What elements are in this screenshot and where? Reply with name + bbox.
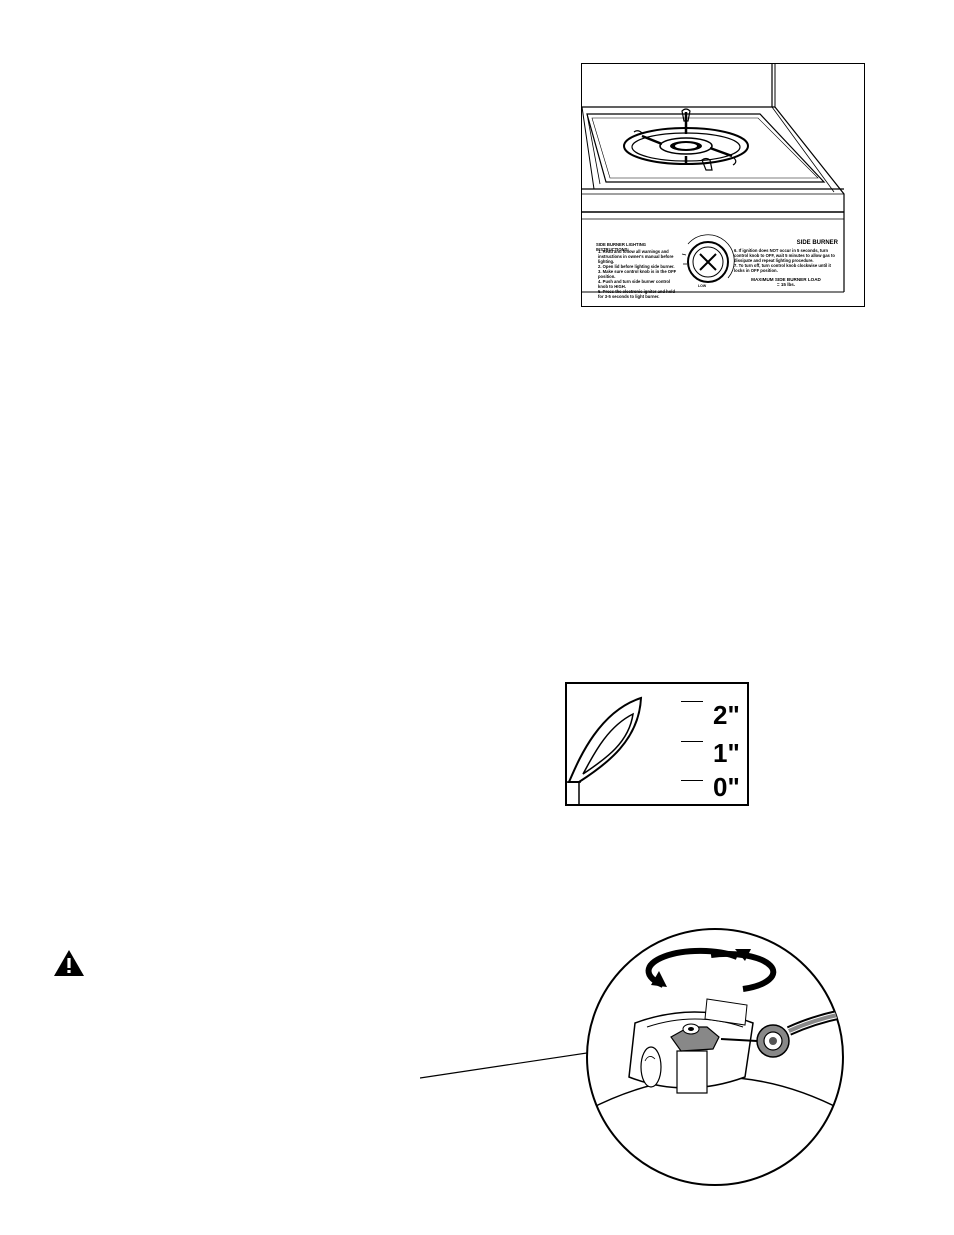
gauge-label-0in: 0" xyxy=(713,772,740,802)
lighting-step: 3. Make sure control knob is in the OFF … xyxy=(598,269,677,279)
lighting-step: 4. Push and turn side burner control kno… xyxy=(598,279,671,289)
side-burner-drawing xyxy=(582,64,845,293)
side-burner-illustration: SIDE BURNER LIGHTING INSTRUCTIONS: 1. Re… xyxy=(581,63,865,307)
knob-low-label: LOW xyxy=(698,284,707,288)
lighting-step: 5. Press the electronic igniter and hold… xyxy=(598,289,676,299)
lighting-step: 1. Read and follow all warnings and inst… xyxy=(598,249,674,264)
gauge-tick xyxy=(681,780,703,781)
flame-height-gauge: 2" 1" 0" xyxy=(565,682,749,806)
lighting-instructions-heading: SIDE BURNER LIGHTING INSTRUCTIONS: xyxy=(596,242,647,252)
lighting-steps-left: 1. Read and follow all warnings and inst… xyxy=(598,249,680,299)
flame-shape xyxy=(567,696,643,804)
side-burner-title: SIDE BURNER xyxy=(796,240,838,246)
gauge-tick xyxy=(681,741,703,742)
warning-triangle-icon xyxy=(54,950,84,976)
gauge-label-1in: 1" xyxy=(713,738,740,768)
max-load-label: MAXIMUM SIDE BURNER LOAD = 15 lbs. xyxy=(751,277,821,287)
gauge-tick xyxy=(681,701,703,702)
lighting-step: 7. To turn off, turn control knob clockw… xyxy=(734,263,831,273)
lighting-step: 2. Open lid before lighting side burner. xyxy=(598,264,675,269)
gauge-label-2in: 2" xyxy=(713,700,740,730)
tank-valve-illustration xyxy=(586,928,844,1186)
lighting-steps-right: 6. If ignition does NOT occur in 5 secon… xyxy=(734,248,838,273)
rotate-arrows-icon xyxy=(645,947,777,992)
lighting-step: 6. If ignition does NOT occur in 5 secon… xyxy=(734,248,835,263)
